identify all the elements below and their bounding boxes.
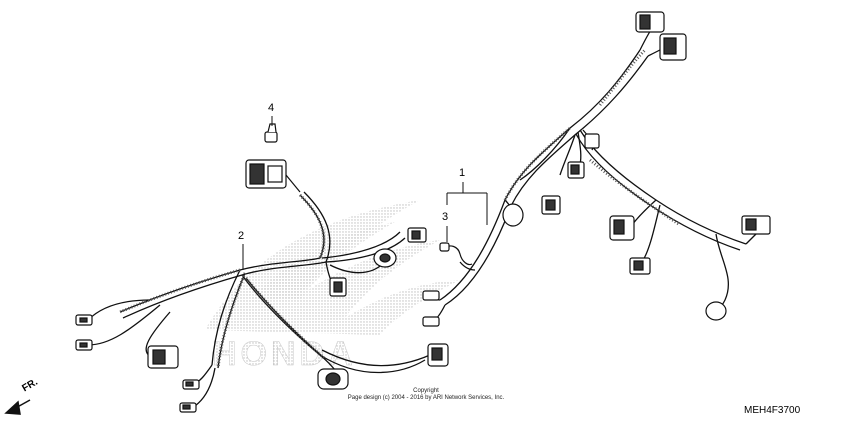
clip-part-3 <box>439 242 473 266</box>
diagram-code: MEH4F3700 <box>744 405 801 416</box>
connector-bottom-1 <box>182 379 200 390</box>
copyright-line-1: Copyright <box>413 388 439 394</box>
connector-hanging-3 <box>584 133 600 149</box>
connector-top-1 <box>635 11 665 33</box>
callout-3: 3 <box>442 211 449 223</box>
connector-main-block <box>245 159 301 193</box>
connector-right-mid-2 <box>629 257 651 275</box>
sensor-round-right <box>705 301 727 321</box>
connector-right-mid-1 <box>609 215 635 241</box>
copyright-line-2: Page design (c) 2004 - 2016 by ARI Netwo… <box>347 395 505 401</box>
connector-left-2 <box>75 339 93 351</box>
connector-left-3 <box>147 345 179 369</box>
connector-bottom-2 <box>179 402 197 413</box>
callout-2: 2 <box>238 230 245 242</box>
connector-left-end-1b <box>422 316 440 327</box>
callout-leaders <box>242 116 488 270</box>
honda-logo-text: HONDA <box>212 335 357 373</box>
fr-direction-arrow <box>4 399 31 415</box>
connector-mid-2 <box>329 277 347 297</box>
connector-right-end <box>741 215 771 235</box>
clip-part-4 <box>264 123 278 143</box>
connector-bottom-right-2 <box>427 343 449 367</box>
connector-left-end-1a <box>422 290 440 301</box>
callout-1: 1 <box>459 167 466 179</box>
connector-sensor-round <box>502 203 524 227</box>
copyright-notice: Copyright Page design (c) 2004 - 2016 by… <box>336 388 516 402</box>
connector-left-1 <box>75 314 93 326</box>
wire-harness-1 <box>427 23 763 323</box>
connector-hanging-2 <box>567 161 585 179</box>
connector-top-2 <box>659 33 687 61</box>
connector-hanging-1 <box>541 195 561 215</box>
connector-round-2 <box>373 248 397 268</box>
honda-wing-watermark <box>205 200 460 335</box>
callout-4: 4 <box>268 102 275 114</box>
connector-right-upper-2 <box>407 227 427 243</box>
connector-bottom-round <box>317 368 349 390</box>
